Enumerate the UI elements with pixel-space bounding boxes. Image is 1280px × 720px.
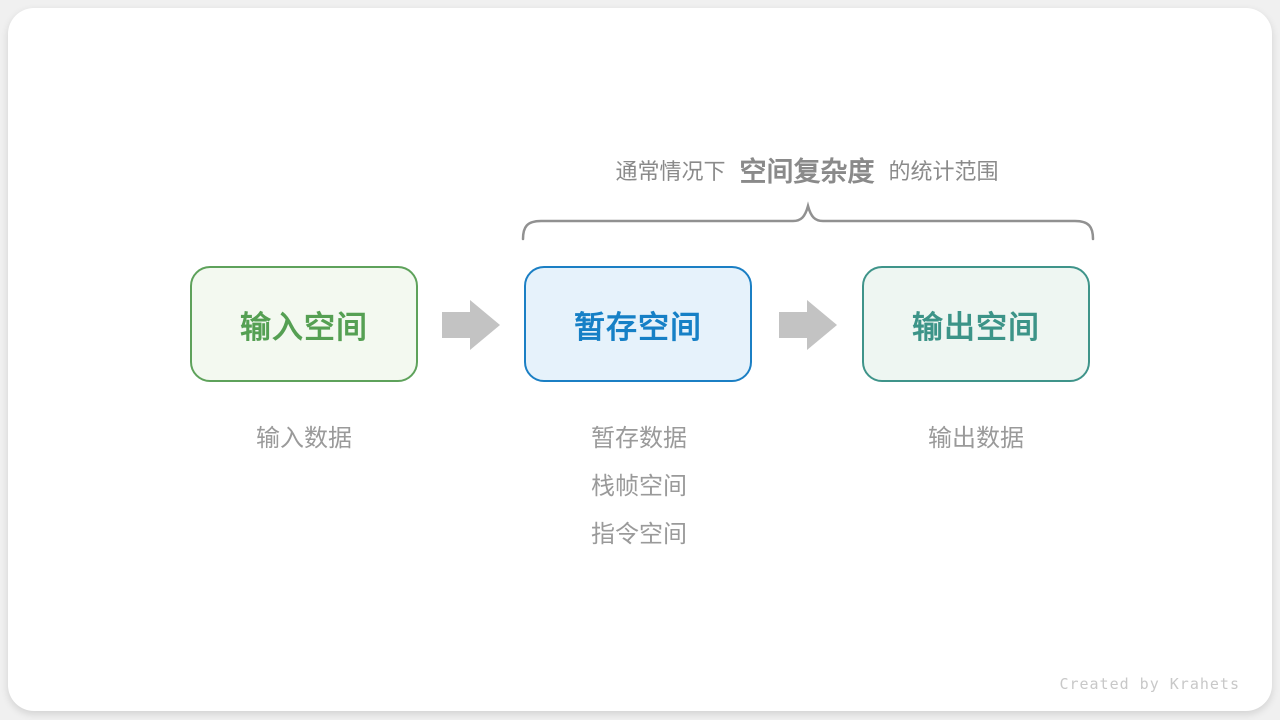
diagram-card: 通常情况下 空间复杂度 的统计范围 输入空间 暂存空间 输出空间 输入数据 暂存… [8,8,1272,711]
box-output-space-label: 输出空间 [912,309,1040,345]
box-temp-space-label: 暂存空间 [574,309,702,345]
box-input-space: 输入空间 [190,266,418,382]
annotation-highlight: 空间复杂度 [739,157,875,187]
caption-temp: 暂存数据 栈帧空间 指令空间 [591,415,687,559]
box-output-space: 输出空间 [862,266,1090,382]
credit-text: Created by Krahets [1059,675,1240,693]
annotation-suffix: 的统计范围 [888,158,999,184]
arrow-right-icon [442,300,500,350]
curly-brace-icon [521,201,1095,241]
box-input-space-label: 输入空间 [240,309,368,345]
caption-line: 输出数据 [928,425,1024,452]
caption-output: 输出数据 [928,415,1024,463]
box-temp-space: 暂存空间 [524,266,752,382]
caption-line: 输入数据 [256,425,352,452]
arrow-right-icon [779,300,837,350]
caption-line: 暂存数据 [591,425,687,452]
annotation-prefix: 通常情况下 [615,158,726,184]
caption-input: 输入数据 [256,415,352,463]
annotation-title: 通常情况下 空间复杂度 的统计范围 [615,150,998,189]
caption-line: 指令空间 [591,521,687,548]
caption-line: 栈帧空间 [591,473,687,500]
